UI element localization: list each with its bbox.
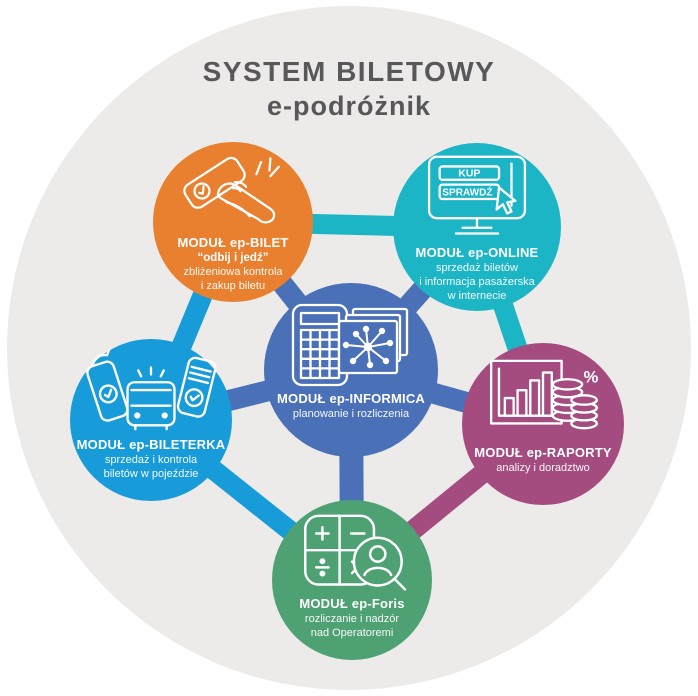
title-line-1: SYSTEM BILETOWY (202, 56, 496, 87)
sprawdz-button-label: SPRAWDŹ (442, 186, 492, 199)
module-description-line: biletów w pojeździe (103, 467, 199, 480)
module-description-line: sprzedaż biletów (436, 261, 518, 274)
module-ep-foris: MODUŁ ep-Foris rozliczanie i nadzór nad … (272, 500, 432, 660)
module-ep-informica: MODUŁ ep-INFORMICA planowanie i rozlicze… (264, 283, 438, 457)
page-title: SYSTEM BILETOWY e-podróżnik (0, 56, 698, 122)
title-line-2: e-podróżnik (267, 91, 431, 121)
module-ep-bilet: MODUŁ ep-BILET “odbij i jedź” zbliżeniow… (153, 142, 313, 302)
online-shop-icon: KUP SPRAWDŹ (427, 155, 527, 235)
module-description-line: i zakup biletu (200, 280, 266, 293)
module-name: MODUŁ ep-ONLINE (415, 245, 539, 260)
kup-button-label: KUP (458, 167, 480, 179)
module-description-line: rozliczanie i nadzór (304, 612, 400, 625)
report-chart-coins-icon: % (489, 359, 599, 430)
module-ep-bileterka: MODUŁ ep-BILETERKA sprzedaż i kontrola b… (70, 339, 232, 501)
module-tagline: “odbij i jedź” (197, 251, 269, 264)
module-description-line: nad Operatoremi (310, 626, 394, 639)
planning-network-icon (291, 303, 409, 387)
module-ep-online: KUP SPRAWDŹ MODUŁ ep-ONLINE sprzedaż bil… (393, 143, 561, 311)
module-description-line: zbliżeniowa kontrola (183, 265, 283, 278)
module-description-line: w internecie (447, 289, 507, 302)
calculator-audit-icon (303, 514, 407, 591)
module-name: MODUŁ ep-BILETERKA (76, 437, 226, 452)
contactless-validator-icon (183, 156, 280, 224)
module-name: MODUŁ ep-Foris (299, 596, 405, 611)
module-description-line: analizy i doradztwo (496, 461, 590, 474)
module-description-line: i informacja pasażerska (419, 275, 535, 288)
module-ep-raporty: % MODUŁ ep-RAPORTY analizy i doradztwo (462, 343, 624, 505)
module-name: MODUŁ ep-INFORMICA (276, 391, 426, 406)
module-name: MODUŁ ep-RAPORTY (474, 445, 612, 460)
percent-symbol: % (584, 367, 599, 386)
ticket-machines-bus-icon (86, 349, 217, 431)
module-name: MODUŁ ep-BILET (177, 235, 289, 250)
module-description-line: sprzedaż i kontrola (104, 453, 198, 466)
module-description-line: planowanie i rozliczenia (292, 407, 410, 420)
